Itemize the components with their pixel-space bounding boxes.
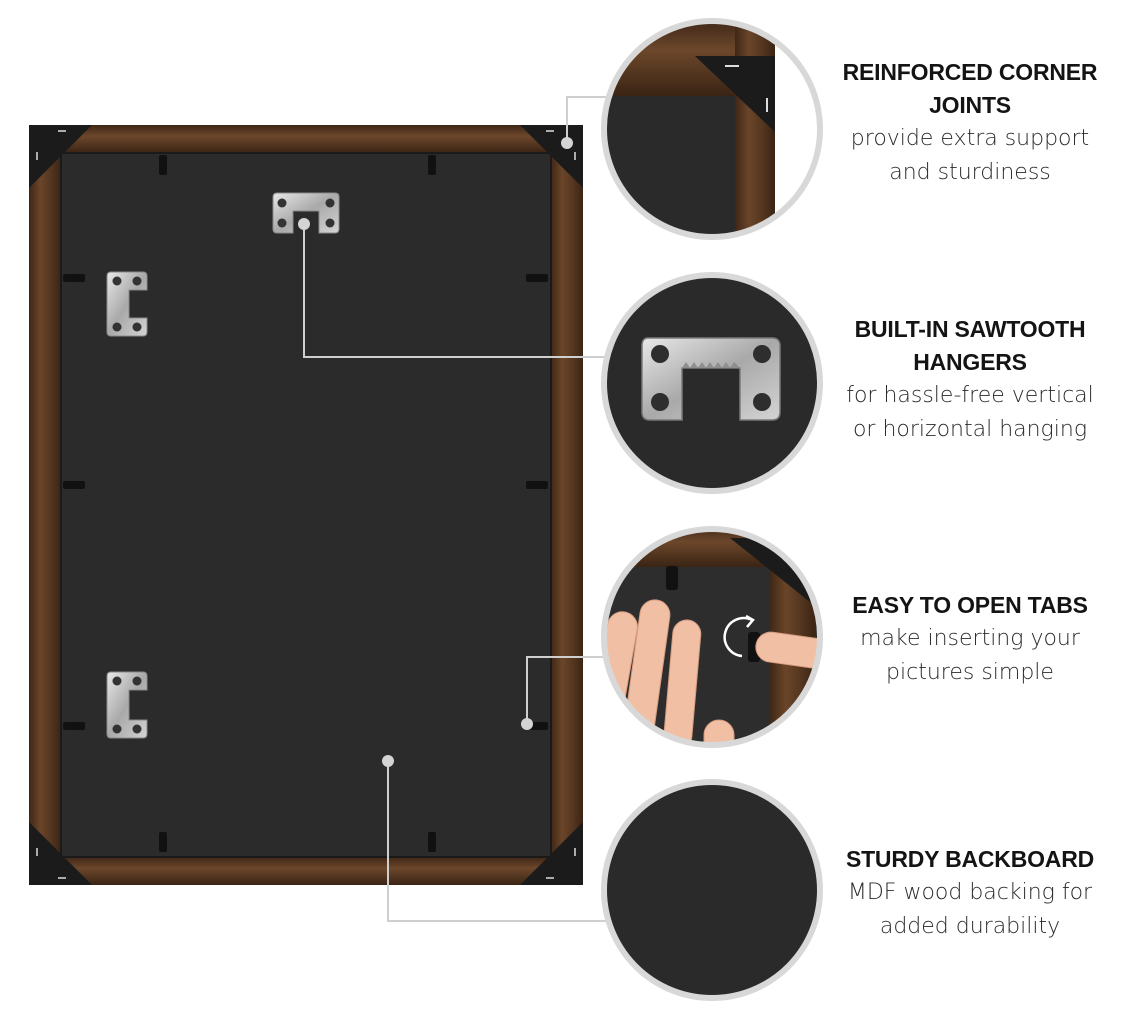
feature-description: provide extra support and sturdiness (850, 126, 1090, 185)
detail-circle-backboard (601, 779, 823, 1001)
hanger-left-lower (106, 671, 148, 739)
callout-lines (303, 96, 606, 922)
frame-right-rail (551, 125, 583, 885)
frame-back (29, 125, 583, 885)
detail-circle-tabs (601, 526, 823, 748)
feature-description: for hassle-free vertical or horizontal h… (846, 383, 1094, 442)
feature-title: STURDY BACKBOARD (845, 846, 1095, 872)
feature-title: EASY TO OPEN TABS (852, 592, 1088, 618)
hanger-top (272, 192, 340, 234)
corner-bracket-top-left (29, 125, 92, 188)
detail-circle-hanger (601, 272, 823, 494)
frame-left-rail (29, 125, 61, 885)
backboard (61, 153, 551, 857)
feature-title: REINFORCED CORNER JOINTS (842, 59, 1098, 118)
frame-top-rail (29, 125, 583, 153)
corner-bracket-bottom-left (29, 822, 92, 885)
feature-description: make inserting your pictures simple (860, 626, 1080, 685)
feature-corner-joints: REINFORCED CORNER JOINTS provide extra s… (820, 56, 1120, 190)
feature-title: BUILT-IN SAWTOOTH HANGERS (854, 316, 1086, 375)
corner-bracket-bottom-right (520, 822, 583, 885)
turn-tabs (63, 155, 548, 852)
feature-sturdy-backboard: STURDY BACKBOARD MDF wood backing for ad… (820, 843, 1120, 944)
detail-circle-corner (601, 18, 823, 240)
feature-description: MDF wood backing for added durability (847, 880, 1093, 939)
feature-open-tabs: EASY TO OPEN TABS make inserting your pi… (820, 589, 1120, 690)
callout-dots (298, 137, 573, 767)
feature-sawtooth-hangers: BUILT-IN SAWTOOTH HANGERS for hassle-fre… (820, 313, 1120, 447)
frame-bottom-rail (29, 857, 583, 885)
hanger-left-upper (106, 271, 148, 337)
rotate-arrow-icon (723, 614, 755, 658)
